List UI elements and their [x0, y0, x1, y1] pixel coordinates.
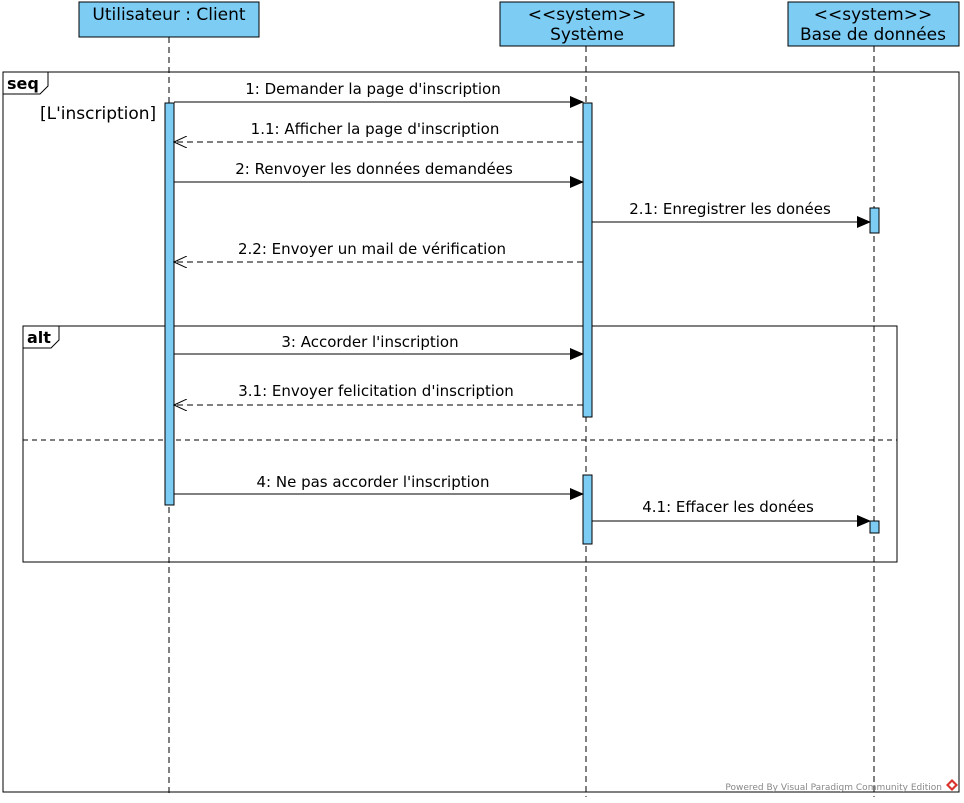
activation-client [164, 102, 175, 506]
alt-frame-label: alt [27, 328, 51, 347]
activation-bdd-1 [869, 207, 880, 234]
message-2-2-label: 2.2: Envoyer un mail de vérification [238, 240, 506, 258]
message-2-2[interactable]: 2.2: Envoyer un mail de vérification [174, 240, 583, 262]
message-1-1-label: 1.1: Afficher la page d'inscription [251, 120, 500, 138]
lifeline-bdd-stereotype: <<system>> [814, 5, 932, 25]
visual-paradigm-logo-icon [946, 779, 958, 791]
message-4[interactable]: 4: Ne pas accorder l'inscription [174, 473, 584, 500]
message-1-1[interactable]: 1.1: Afficher la page d'inscription [174, 120, 583, 142]
alt-frame: alt [22, 325, 898, 563]
message-4-1-label: 4.1: Effacer les donées [642, 498, 814, 516]
message-4-label: 4: Ne pas accorder l'inscription [257, 473, 490, 491]
message-3-1[interactable]: 3.1: Envoyer felicitation d'inscription [174, 382, 583, 405]
lifeline-bdd-head[interactable]: <<system>> Base de données [787, 1, 960, 47]
message-2[interactable]: 2: Renvoyer les données demandées [174, 160, 584, 188]
message-2-1[interactable]: 2.1: Enregistrer les donées [592, 200, 871, 228]
alt-guard: [L'inscription] [40, 104, 156, 124]
seq-frame: seq [2, 71, 960, 793]
lifeline-client-head[interactable]: Utilisateur : Client [78, 1, 260, 38]
message-3[interactable]: 3: Accorder l'inscription [174, 333, 584, 360]
footer-text: Powered By Visual Paradigm Community Edi… [725, 783, 942, 793]
activation-bdd-2 [869, 520, 880, 534]
message-3-label: 3: Accorder l'inscription [281, 333, 458, 351]
message-2-1-label: 2.1: Enregistrer les donées [629, 200, 831, 218]
message-1[interactable]: 1: Demander la page d'inscription [174, 80, 584, 108]
message-4-1[interactable]: 4.1: Effacer les donées [592, 498, 871, 527]
lifeline-client-name: Utilisateur : Client [92, 5, 246, 25]
message-1-label: 1: Demander la page d'inscription [245, 80, 500, 98]
lifeline-systeme-name: Système [550, 25, 624, 45]
lifeline-systeme-stereotype: <<system>> [528, 5, 646, 25]
message-2-label: 2: Renvoyer les données demandées [235, 160, 513, 178]
message-3-1-label: 3.1: Envoyer felicitation d'inscription [238, 382, 514, 400]
activation-systeme-2 [582, 474, 593, 545]
seq-frame-label: seq [7, 74, 39, 93]
activation-systeme-1 [582, 102, 593, 418]
lifeline-systeme-head[interactable]: <<system>> Système [499, 1, 675, 47]
lifeline-bdd-name: Base de données [800, 25, 946, 45]
